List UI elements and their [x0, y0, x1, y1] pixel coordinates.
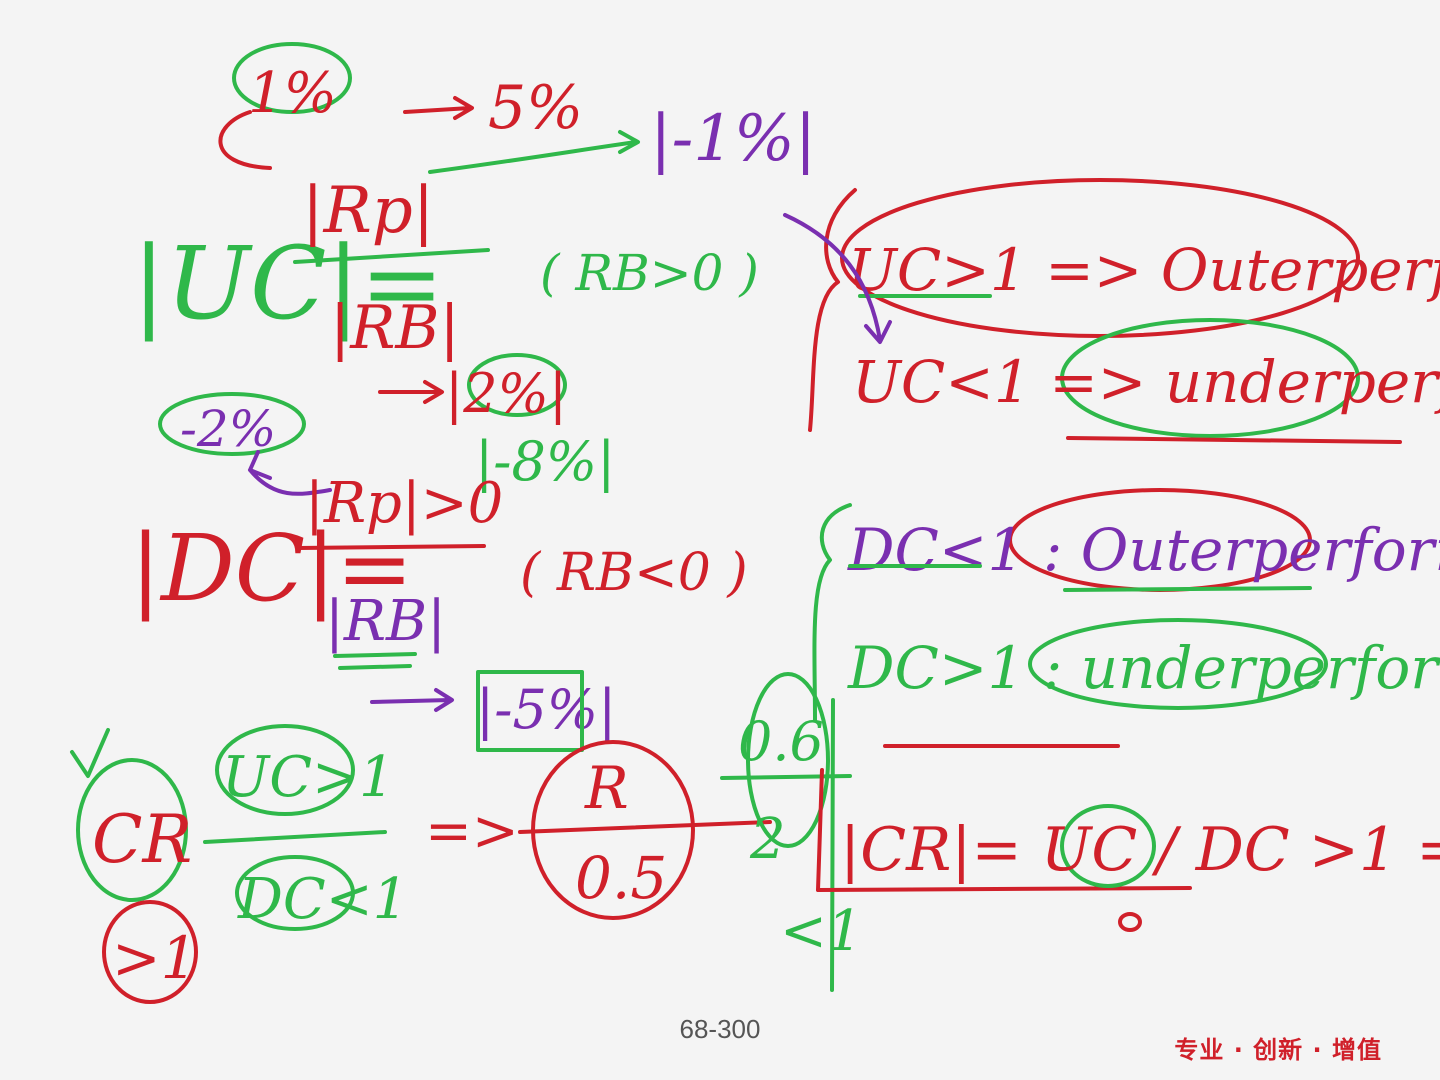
brace-uc [808, 188, 857, 432]
r-fraction-line [518, 820, 772, 834]
uc-fraction-line [293, 248, 490, 264]
brand-tagline: 专业 · 创新 · 增值 [1174, 1036, 1382, 1064]
text-dc-gt1: DC>1 : underperform [847, 634, 1440, 702]
checkmark-icon [70, 728, 110, 778]
text-rb-2pct: |2%| [445, 362, 567, 425]
text-uc-numer: |Rp| [302, 174, 434, 248]
text-r-numer: R [584, 754, 629, 822]
text-uc-lt1: UC<1 => underperform [852, 348, 1440, 416]
text-dc-condition: ( RB<0 ) [520, 543, 748, 603]
circle-cr-gt1 [102, 900, 198, 1004]
text-cr-gt1: >1 [112, 924, 198, 992]
text-dc-numer: |Rp|>0 [305, 471, 503, 536]
circle-cr-gt1-right [1060, 804, 1156, 888]
arrow-purple-uc [783, 213, 892, 344]
text-arrow: => [425, 799, 519, 864]
text-uc-denom: |RB| [330, 293, 460, 363]
text-1pct: 1% [248, 61, 337, 126]
circle-2pct [467, 353, 567, 417]
circle-cr [76, 758, 188, 902]
text-uc-label: |UC|= [132, 225, 444, 342]
text-neg2pct: -2% [180, 400, 276, 458]
arrow-to-neg5 [370, 688, 454, 712]
text-r-denom: 0.5 [575, 844, 667, 912]
arrow-to-2pct [378, 380, 444, 404]
circle-neg2pct [158, 392, 306, 456]
underline-uc-lt1 [1066, 436, 1402, 444]
curve-e [218, 110, 272, 170]
text-abs-neg1: |-1%| [650, 102, 816, 176]
text-cr-uc: UC>1 [222, 745, 395, 810]
text-uc-condition: ( RB>0 ) [540, 244, 759, 302]
text-dc-lt1: DC<1 : Outerperform [847, 516, 1440, 584]
text-val-2: 2 [749, 807, 786, 872]
text-cr-label: CR [92, 801, 192, 878]
text-val-lt1: <1 [780, 899, 863, 964]
cr-ratio-underline [816, 886, 1192, 892]
arrow-to-neg1 [428, 130, 640, 174]
text-cr-dc: DC<1 [237, 867, 408, 932]
dc-fraction-line [296, 544, 486, 550]
underline-dc-lt1 [848, 564, 1312, 592]
circle-cr-uc [215, 724, 355, 816]
cr-ratio-bar [816, 768, 824, 892]
circle-dc-underperform [1028, 618, 1328, 710]
text-dc-denom: |RB| [325, 589, 446, 654]
arrow-to-5pct [403, 96, 474, 120]
circle-uc-underperform [1060, 318, 1360, 438]
text-5pct: 5% [488, 73, 583, 143]
text-uc-gt1: UC>1 => Outerperform [848, 236, 1440, 304]
circle-1pct [232, 42, 352, 114]
circle-val-06 [746, 672, 830, 848]
arrow-neg2 [248, 450, 332, 496]
text-rp-8pct: |-8%| [475, 430, 615, 493]
cr-fraction-line [203, 830, 387, 844]
text-val-06: 0.6 [738, 710, 824, 773]
divider-vertical-green [830, 698, 835, 992]
circle-cr-dc [235, 855, 355, 931]
text-dc-neg5pct: |-5%| [476, 678, 616, 741]
dc-denom-underline [333, 652, 417, 670]
val-06-line [720, 774, 852, 780]
text-dc-label: |DC|= [130, 515, 413, 622]
text-cr-ratio: |CR|= UC / DC >1 => [840, 815, 1440, 885]
brace-dc [812, 503, 852, 722]
page-number: 68-300 [679, 1014, 761, 1044]
small-circle-red [1118, 912, 1142, 932]
